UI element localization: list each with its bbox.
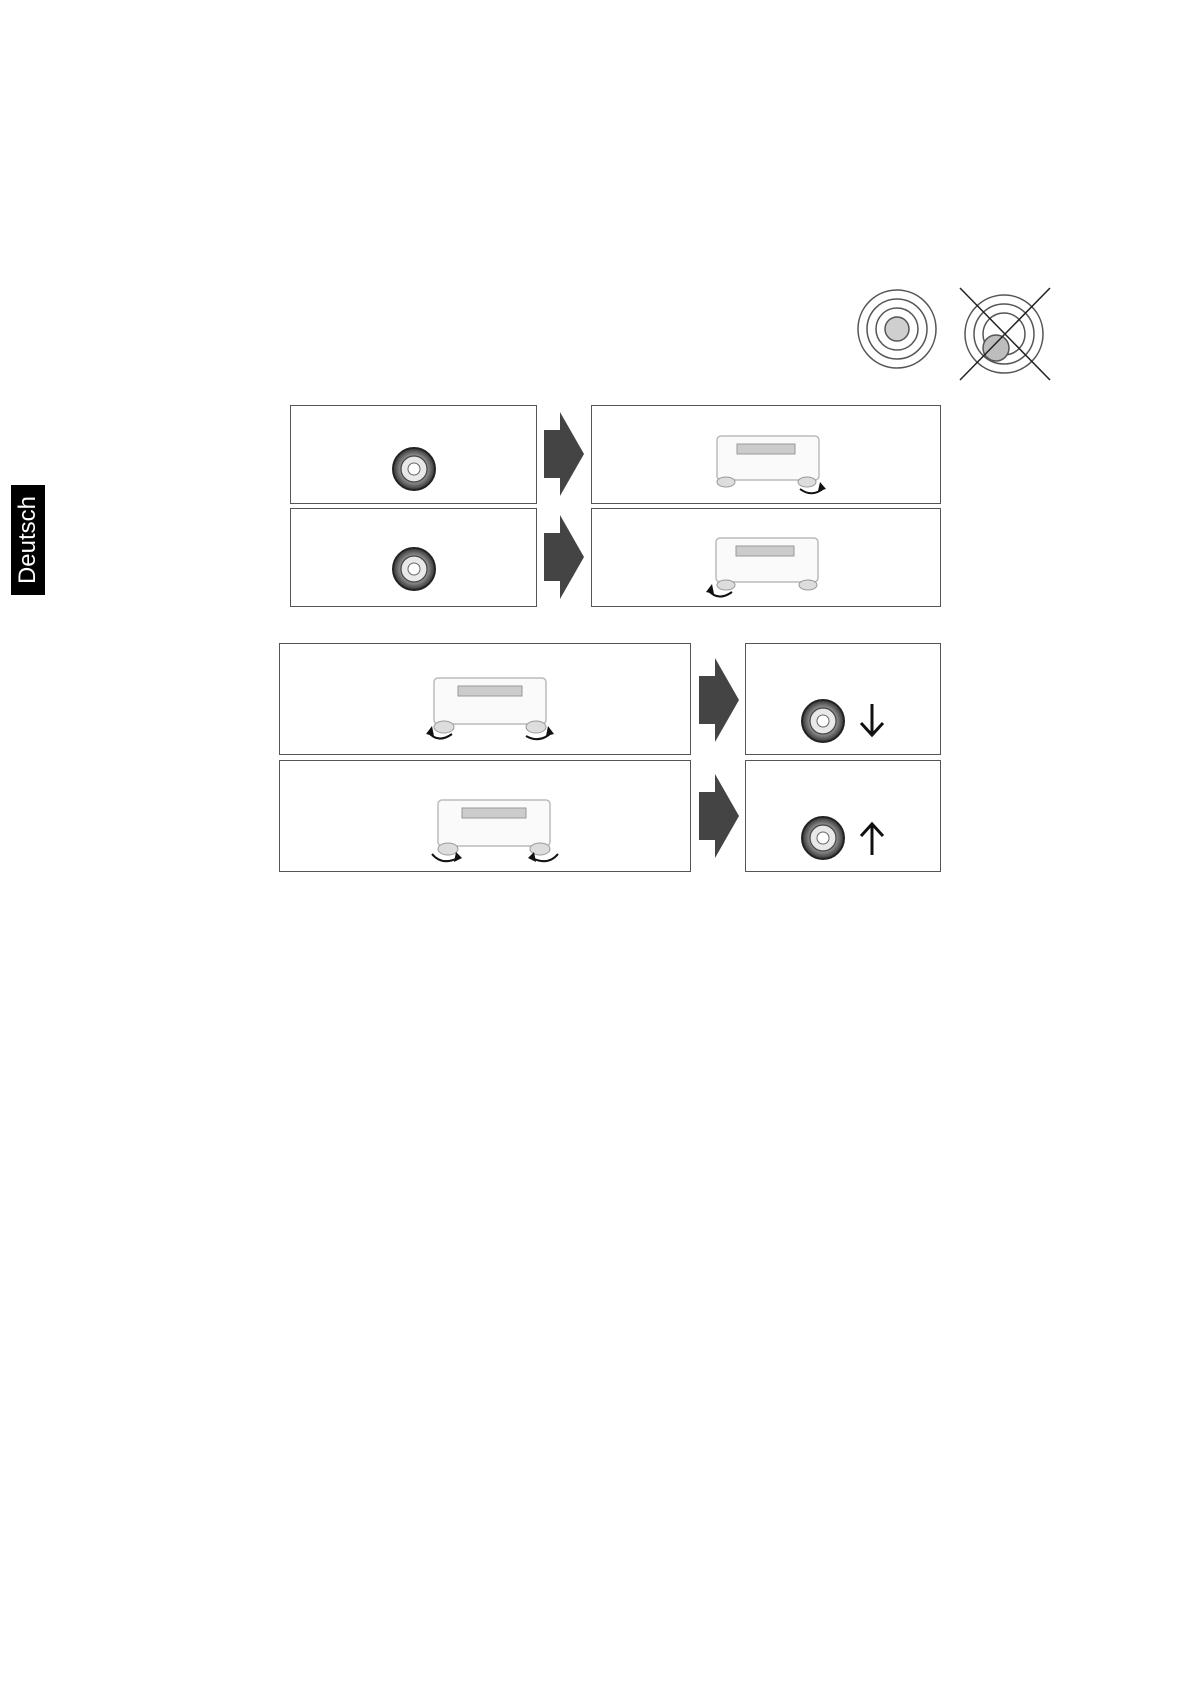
step-arrow-icon — [544, 515, 584, 599]
bubble-level-up-icon — [800, 815, 890, 861]
bubble-level-icon — [391, 546, 437, 592]
step-arrow-icon — [699, 774, 739, 858]
language-tab: Deutsch — [11, 485, 45, 595]
step-arrow-icon — [544, 412, 584, 496]
step-arrow-icon — [699, 658, 739, 742]
bubble-level-icon — [391, 446, 437, 492]
scale-turn-left-foot-icon — [704, 534, 824, 600]
scale-turn-both-feet-outward-icon — [426, 796, 564, 866]
language-tab-label: Deutsch — [14, 496, 42, 584]
scale-turn-right-foot-icon — [712, 432, 832, 496]
bubble-level-centered-icon — [856, 288, 938, 370]
scale-turn-both-feet-inward-icon — [422, 674, 560, 744]
bubble-level-off-center-crossed-icon — [956, 288, 1052, 384]
bubble-level-down-icon — [800, 698, 890, 744]
